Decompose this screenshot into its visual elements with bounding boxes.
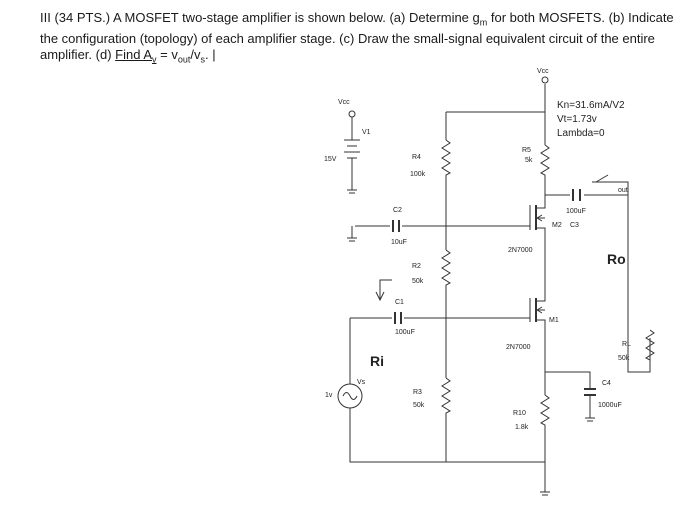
vcc-left-label: Vcc xyxy=(338,99,350,106)
r3-value: 50k xyxy=(413,402,425,409)
lambda-param: Lambda=0 xyxy=(557,128,605,139)
c4-value: 1000uF xyxy=(598,402,622,409)
top-rail-wire xyxy=(446,84,546,145)
r10-resistor xyxy=(539,394,550,430)
c3-value: 100uF xyxy=(566,208,586,215)
r4-resistor xyxy=(441,139,452,180)
c1-value: 100uF xyxy=(395,329,415,336)
c2-ground xyxy=(347,226,357,242)
c4-capacitor xyxy=(584,388,596,396)
r5-resistor xyxy=(539,144,550,178)
vcc-top-label: Vcc xyxy=(537,68,549,75)
m1-gate-wire xyxy=(350,308,531,319)
ri-arrow xyxy=(375,279,392,302)
output-wire xyxy=(545,181,651,373)
ri-label: Ri xyxy=(370,353,384,369)
vt-param: Vt=1.73v xyxy=(557,114,597,125)
c4-ground xyxy=(585,410,595,422)
rl-resistor xyxy=(644,329,655,362)
vs-wave xyxy=(342,392,358,400)
question-line-3: amplifier. (d) Find Av = vout/vs. | xyxy=(40,46,216,65)
r4-value: 100k xyxy=(410,171,426,178)
c4-wire xyxy=(545,371,591,410)
vs-wire xyxy=(349,318,545,463)
r10-value: 1.8k xyxy=(515,424,529,431)
vcc-left-terminal xyxy=(348,110,356,118)
r2-resistor xyxy=(441,249,452,290)
m2-part: 2N7000 xyxy=(508,247,533,254)
rl-name: RL xyxy=(622,341,631,348)
r3-resistor xyxy=(441,377,452,418)
r2-value: 50k xyxy=(412,278,424,285)
r3-name: R3 xyxy=(413,389,422,396)
c4-name: C4 xyxy=(602,380,611,387)
v1-ground xyxy=(347,170,357,194)
c2-value: 10uF xyxy=(391,239,407,246)
m1-part: 2N7000 xyxy=(506,344,531,351)
r10-name: R10 xyxy=(513,410,526,417)
m1-mosfet xyxy=(529,298,546,324)
vcc-top-terminal xyxy=(541,76,549,84)
v1-label: V1 xyxy=(362,129,371,136)
question-line-2: the configuration (topology) of each amp… xyxy=(40,30,655,46)
c2-name: C2 xyxy=(393,207,402,214)
ro-arrow xyxy=(595,174,609,183)
v1-battery xyxy=(344,117,360,170)
vs-name: Vs xyxy=(357,379,366,386)
m2-name: M2 xyxy=(552,222,562,229)
kn-param: Kn=31.6mA/V2 xyxy=(557,100,625,111)
c3-name: C3 xyxy=(570,222,579,229)
m1-name: M1 xyxy=(549,317,559,324)
question-text: III (34 PTS.) A MOSFET two-stage amplifi… xyxy=(40,10,680,67)
question-line-1: III (34 PTS.) A MOSFET two-stage amplifi… xyxy=(40,10,674,28)
vs-ac-source xyxy=(337,383,363,409)
c1-capacitor xyxy=(394,312,402,324)
rl-value: 50k xyxy=(618,355,630,362)
m2-mosfet xyxy=(529,205,546,232)
bottom-ground-wire xyxy=(540,482,550,496)
c1-name: C1 xyxy=(395,299,404,306)
c2-wire xyxy=(355,215,531,227)
r2-name: R2 xyxy=(412,263,421,270)
c2-capacitor xyxy=(392,220,400,232)
r4-name: R4 xyxy=(412,154,421,161)
out-label: out xyxy=(618,187,628,194)
v1-value: 15V xyxy=(324,156,337,163)
c3-capacitor xyxy=(572,189,581,201)
vs-value: 1v xyxy=(325,392,333,399)
r5-value: 5k xyxy=(525,157,533,164)
r5-name: R5 xyxy=(522,147,531,154)
ro-label: Ro xyxy=(607,251,626,267)
